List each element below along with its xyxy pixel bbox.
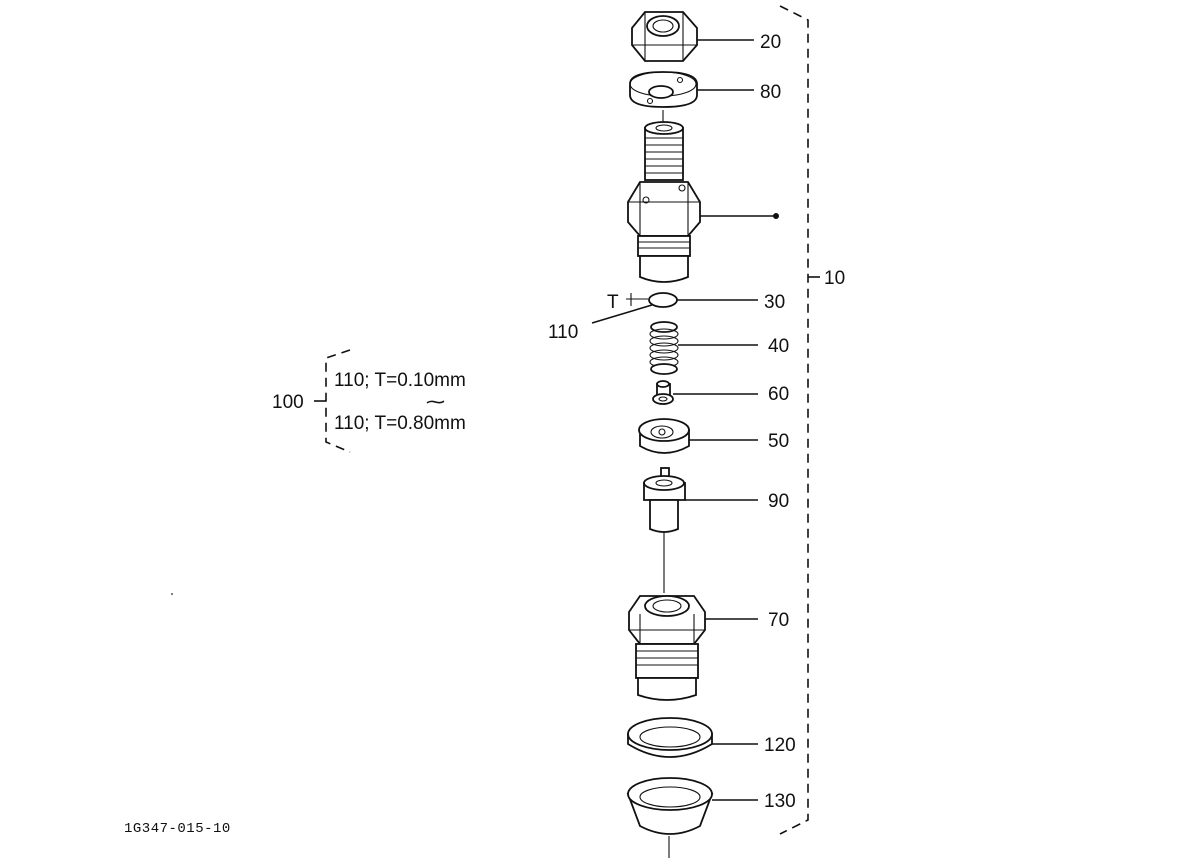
part-70-retaining-nut xyxy=(628,595,706,701)
part-40-spring xyxy=(649,321,679,375)
shim-bracket-100 xyxy=(314,349,351,453)
shim-row-max: 110; T=0.80mm xyxy=(334,413,466,434)
drawing-code: 1G347-015-10 xyxy=(124,821,231,837)
part-120-gasket xyxy=(627,717,713,758)
callout-100: 100 xyxy=(272,392,304,413)
nozzle-holder-body xyxy=(627,121,701,283)
assembly-bracket-10 xyxy=(779,5,820,835)
callout-40: 40 xyxy=(768,336,789,357)
center-axis xyxy=(662,110,670,858)
part-20-nut xyxy=(631,11,698,62)
shim-row-min: 110; T=0.10mm xyxy=(334,370,466,391)
callout-50: 50 xyxy=(768,431,789,452)
callout-70: 70 xyxy=(768,610,789,631)
callout-T: T xyxy=(607,292,619,313)
callout-20: 20 xyxy=(760,32,781,53)
callout-110: 110 xyxy=(548,322,578,343)
part-90-nozzle xyxy=(643,467,686,533)
shim-range-mark: ⁓ xyxy=(426,392,445,413)
part-80-washer xyxy=(629,71,698,108)
part-50-distance-piece xyxy=(638,418,690,454)
callout-130: 130 xyxy=(764,791,796,812)
part-60-pin xyxy=(652,380,674,405)
stray-dot xyxy=(171,593,173,595)
part-130-seal xyxy=(626,777,714,835)
callout-60: 60 xyxy=(768,384,789,405)
callout-10: 10 xyxy=(824,268,845,289)
callout-80: 80 xyxy=(760,82,781,103)
leader-lines xyxy=(591,39,779,801)
callout-90: 90 xyxy=(768,491,789,512)
callout-120: 120 xyxy=(764,735,796,756)
callout-30: 30 xyxy=(764,292,785,313)
